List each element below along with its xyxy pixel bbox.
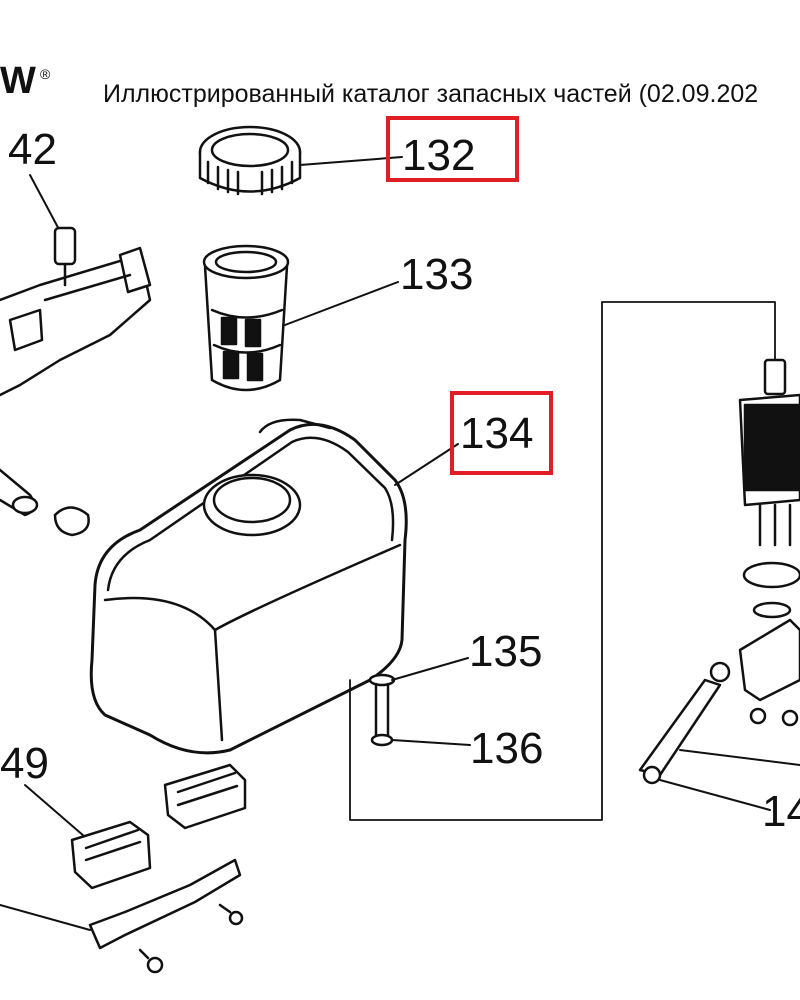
brand-logo: W — [0, 60, 36, 102]
fuel-cap-part — [198, 125, 403, 196]
highlight-box-134 — [450, 391, 553, 475]
fuel-tank-part — [89, 418, 459, 755]
callout-132: 132 — [402, 131, 476, 180]
callout-14x: 14 — [762, 787, 800, 836]
highlight-box-132 — [386, 116, 519, 182]
bracket-assembly-142 — [0, 174, 152, 397]
fuel-strainer-part — [202, 244, 399, 392]
callout-134: 134 — [460, 409, 534, 458]
fuel-pump-assembly — [638, 358, 800, 811]
rubber-mount-part — [0, 763, 247, 974]
callout-136: 136 — [470, 724, 544, 773]
hose-fitting-part — [0, 468, 90, 537]
callout-135: 135 — [469, 627, 543, 676]
catalog-title: Иллюстрированный каталог запасных частей… — [103, 80, 759, 108]
callout-142: 42 — [8, 125, 57, 174]
registered-mark: ® — [40, 66, 51, 82]
assembly-bracket-line — [349, 301, 776, 821]
callout-133: 133 — [400, 250, 474, 299]
callout-149: 49 — [0, 739, 49, 788]
bolt-part — [368, 657, 471, 747]
